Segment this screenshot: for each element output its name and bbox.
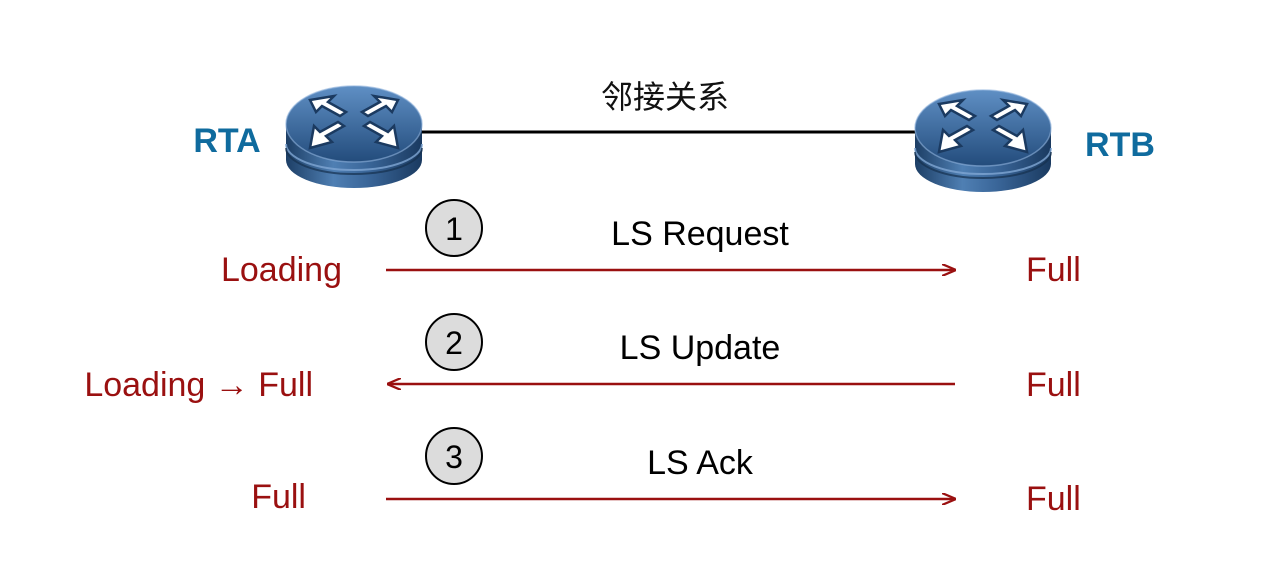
left-state-label: Loading [221, 251, 342, 289]
step-number: 1 [445, 211, 463, 247]
right-state-label: Full [1026, 366, 1081, 404]
step-number-circle [425, 313, 483, 371]
message-label: LS Update [620, 329, 781, 367]
step-number-circle [425, 427, 483, 485]
message-label: LS Request [611, 215, 789, 253]
step-number: 3 [445, 439, 463, 475]
left-state-label: Full [251, 478, 306, 516]
left-state-label: Loading → Full [84, 366, 313, 404]
step-row: 1 LS Request Loading Full [221, 199, 1081, 289]
router-label-rtb: RTB [1085, 126, 1155, 164]
router-icon [913, 88, 1053, 194]
router-icon [284, 84, 424, 190]
step-row: 3 LS Ack Full Full [251, 427, 1081, 518]
router-label-rta: RTA [193, 122, 260, 160]
step-row: 2 LS Update Loading → Full Full [84, 313, 1081, 404]
right-state-label: Full [1026, 480, 1081, 518]
right-state-label: Full [1026, 251, 1081, 289]
adjacency-label: 邻接关系 [601, 78, 729, 116]
step-number-circle [425, 199, 483, 257]
step-number: 2 [445, 325, 463, 361]
message-label: LS Ack [647, 444, 754, 482]
